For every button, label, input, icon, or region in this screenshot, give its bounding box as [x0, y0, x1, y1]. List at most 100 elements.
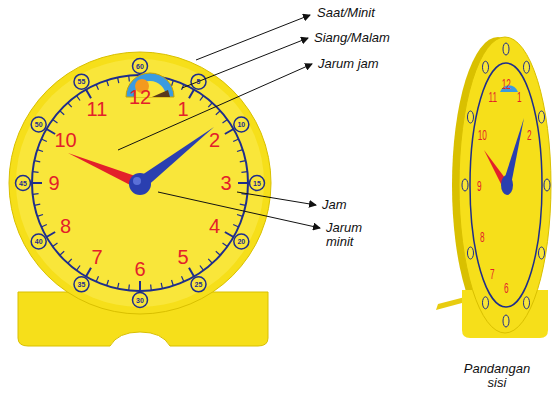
- tick: [200, 96, 204, 101]
- tick: [53, 243, 58, 247]
- tick: [139, 281, 141, 291]
- side-knob: [501, 175, 513, 195]
- tick: [225, 232, 234, 237]
- side-minute-circle: [524, 61, 530, 73]
- side-minute-circle: [524, 297, 530, 309]
- view-caption: Pandangan sisi: [456, 362, 538, 391]
- tick: [37, 150, 43, 152]
- tick: [233, 139, 238, 141]
- tick: [32, 182, 42, 184]
- minute-number: 15: [253, 180, 261, 187]
- minute-circle: [31, 234, 46, 249]
- minute-circle: [31, 117, 46, 132]
- callout-label: Jam: [322, 198, 347, 212]
- clock-body: [9, 52, 271, 314]
- side-minute-circle: [483, 297, 489, 309]
- tick: [128, 76, 130, 82]
- tick: [77, 96, 81, 101]
- knob-highlight: [133, 177, 141, 185]
- side-minute-circle: [539, 247, 545, 259]
- tick: [46, 232, 55, 237]
- hour-number: 7: [91, 247, 102, 267]
- leader-line: [182, 38, 308, 88]
- tick: [33, 193, 39, 195]
- tick: [96, 276, 98, 281]
- side-minute-circle: [503, 43, 509, 55]
- minute-circle: [191, 277, 206, 292]
- side-minute-circle: [503, 315, 509, 327]
- tick: [172, 80, 174, 86]
- minute-circle: [234, 117, 249, 132]
- tick: [208, 103, 212, 107]
- tick: [240, 204, 246, 205]
- tick: [34, 161, 40, 162]
- tick: [86, 89, 91, 98]
- tick: [189, 89, 194, 98]
- side-minute-circle: [539, 111, 545, 123]
- minute-number: 50: [35, 121, 43, 128]
- tick: [200, 266, 204, 271]
- clock-face: [16, 59, 264, 307]
- minute-circle: [74, 74, 89, 89]
- callout-label: Jarum minit: [326, 221, 376, 250]
- tick: [150, 284, 152, 290]
- center-knob: [129, 173, 151, 195]
- tick: [208, 259, 212, 263]
- side-hour-number: 9: [477, 178, 482, 193]
- side-minute-circle: [544, 179, 550, 191]
- minute-circles: [16, 59, 265, 308]
- side-minute-circle: [483, 61, 489, 73]
- tick: [216, 251, 220, 255]
- side-hour-number: 1: [517, 89, 522, 104]
- side-hour-number: 12: [501, 76, 510, 91]
- callout-label: Saat/Minit: [317, 6, 375, 20]
- tick: [68, 259, 72, 263]
- tick: [161, 283, 162, 289]
- leader-line: [158, 192, 320, 228]
- side-hour-number: 8: [480, 229, 485, 244]
- leader-line: [237, 192, 316, 205]
- tick: [216, 111, 220, 115]
- side-hour-number: 2: [527, 127, 532, 142]
- leader-line: [196, 15, 310, 60]
- tick: [33, 171, 39, 173]
- side-minute-circle: [467, 247, 473, 259]
- tick: [128, 284, 130, 290]
- minute-number: 10: [237, 121, 245, 128]
- minute-circle: [191, 74, 206, 89]
- minute-number: 5: [197, 78, 201, 85]
- hour-number: 6: [134, 259, 145, 279]
- hour-number: 11: [87, 99, 108, 119]
- tick: [172, 280, 174, 286]
- tick: [225, 129, 234, 134]
- side-minute-circle: [462, 179, 468, 191]
- hour-number: 2: [209, 130, 220, 150]
- tick: [181, 276, 183, 281]
- minute-circle: [133, 59, 148, 74]
- minute-circle: [16, 176, 31, 191]
- side-hour-number: 10: [478, 127, 487, 142]
- side-view-clock: [436, 37, 551, 338]
- tick: [41, 139, 46, 141]
- tick: [223, 243, 228, 247]
- tick: [37, 215, 43, 217]
- hour-number: 8: [60, 216, 71, 236]
- tick: [237, 215, 243, 217]
- side-hour-number: 11: [488, 89, 497, 104]
- side-minute-circle: [467, 111, 473, 123]
- minute-ticks: [32, 75, 248, 291]
- minute-number: 45: [19, 180, 27, 187]
- leader-line: [118, 64, 312, 150]
- tick: [107, 80, 109, 86]
- tick: [223, 120, 228, 124]
- hour-number: 4: [209, 216, 220, 236]
- minute-circle: [234, 234, 249, 249]
- tick: [41, 224, 46, 226]
- hour-number: 9: [48, 173, 59, 193]
- tick: [240, 161, 246, 162]
- tick: [107, 280, 109, 286]
- hour-number: 5: [177, 247, 188, 267]
- tick: [77, 266, 81, 271]
- tick: [118, 283, 119, 289]
